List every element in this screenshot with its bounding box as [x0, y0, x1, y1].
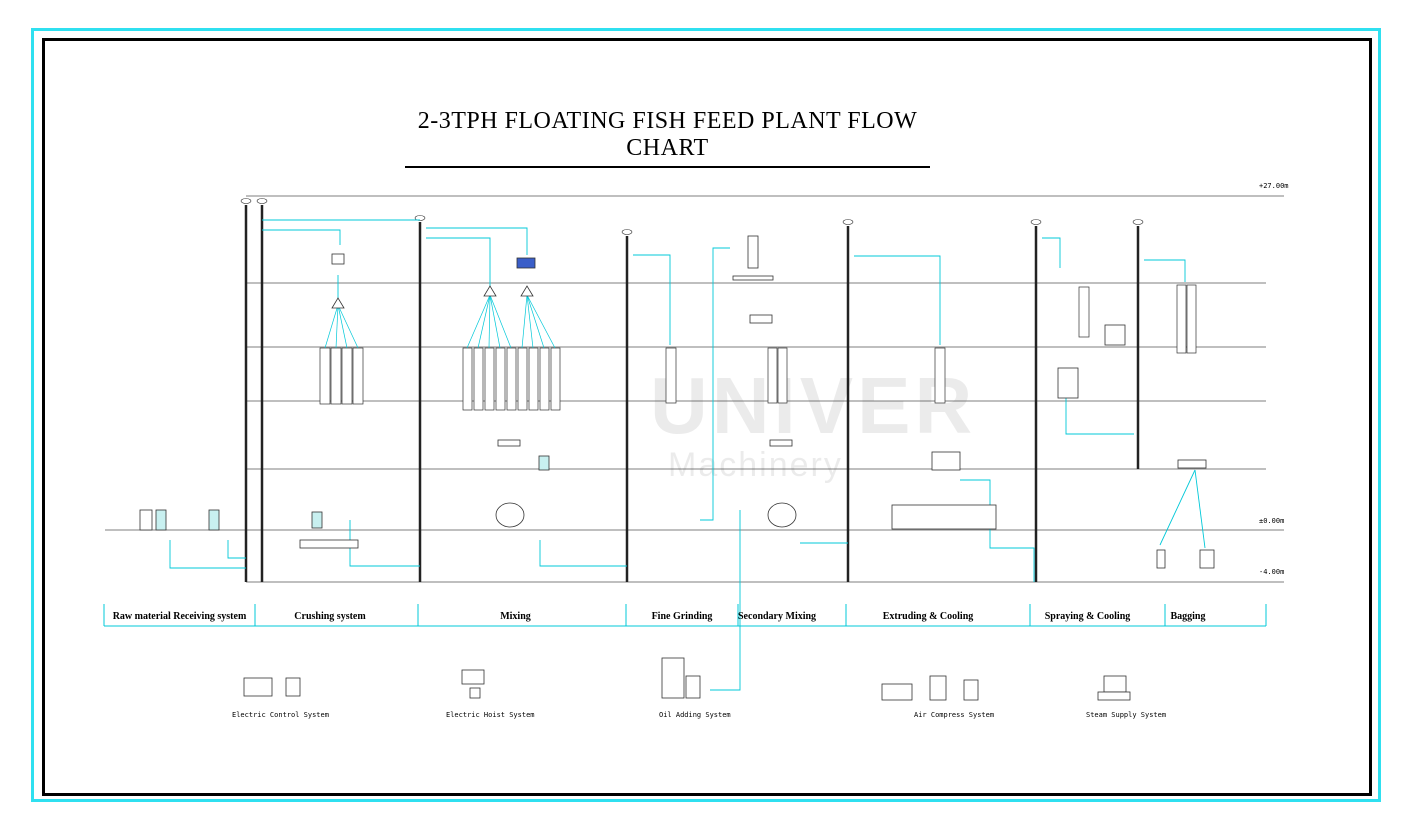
section-extruding: Extruding & Cooling [882, 611, 974, 622]
bins-crushing [319, 347, 364, 405]
section-fine-grinding: Fine Grinding [651, 611, 713, 622]
flow-lines [169, 219, 1206, 691]
system-steam-supply: Steam Supply System [1086, 711, 1167, 719]
equipment [139, 235, 1215, 569]
section-bagging: Bagging [1170, 611, 1206, 622]
system-electric-hoist: Electric Hoist System [446, 711, 535, 719]
level-bottom: -4.00m [1259, 568, 1285, 576]
section-bar [103, 604, 1267, 627]
system-air-compress: Air Compress System [914, 711, 995, 719]
section-crushing: Crushing system [294, 611, 366, 622]
section-spraying: Spraying & Cooling [1044, 611, 1131, 622]
bins-mixing [462, 347, 561, 411]
system-electric-control: Electric Control System [232, 711, 329, 719]
section-secondary-mixing: Secondary Mixing [738, 611, 817, 622]
elevators [244, 205, 1140, 582]
system-oil-adding: Oil Adding System [659, 711, 731, 719]
bins-other [665, 284, 1197, 404]
system-icons [243, 657, 1131, 701]
section-raw-material: Raw material Receiving system [112, 611, 247, 622]
outer-frame [31, 28, 1381, 802]
floor-lines [105, 195, 1284, 583]
section-mixing: Mixing [500, 611, 531, 622]
watermark-sub: Machinery [668, 446, 843, 484]
inner-frame [42, 38, 1372, 796]
level-ground: ±0.00m [1259, 517, 1285, 525]
diagram-title: 2-3TPH FLOATING FISH FEED PLANT FLOW CHA… [405, 108, 930, 168]
watermark-brand: UNIVER [650, 361, 977, 450]
level-top: +27.00m [1259, 182, 1289, 190]
